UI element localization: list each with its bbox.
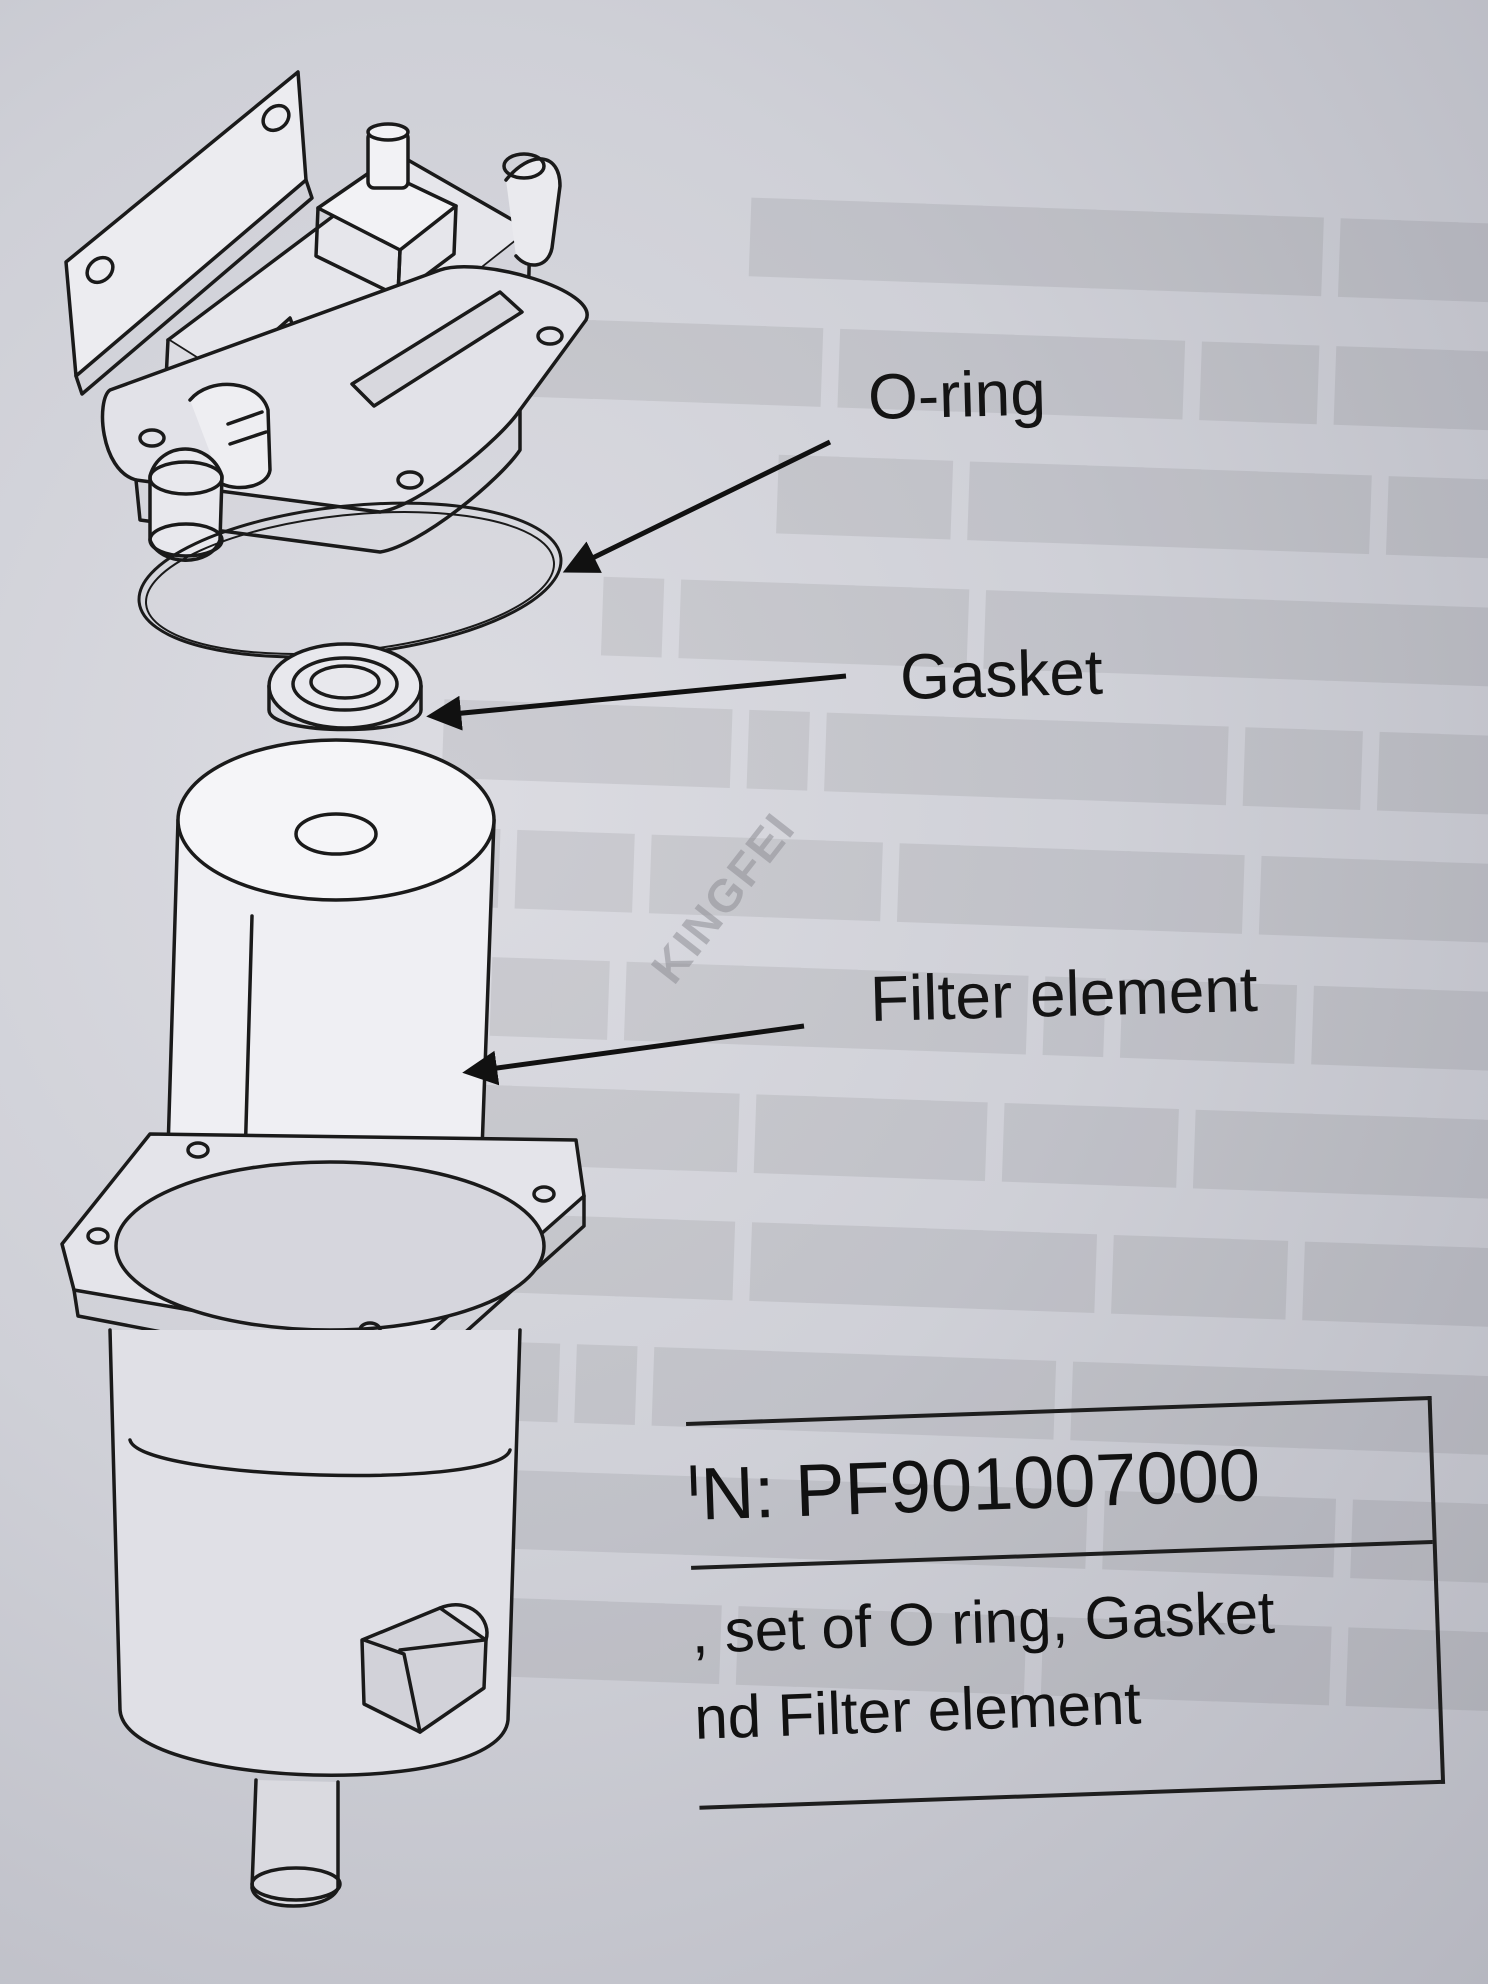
filter-head-assembly xyxy=(64,70,589,562)
table-divider xyxy=(691,1540,1433,1570)
filter-element-label: Filter element xyxy=(869,952,1259,1035)
gasket-leader-arrow xyxy=(426,673,847,731)
filter-element-part xyxy=(166,738,496,1198)
filter-element-leader-arrow xyxy=(462,1023,805,1086)
o-ring-label: O-ring xyxy=(867,356,1047,433)
gasket-part xyxy=(267,642,423,732)
part-number-table: ᑊN: PF901007000 , set of O ring, Gasket … xyxy=(685,1395,1446,1810)
filter-bowl-housing xyxy=(60,1132,586,1908)
part-description-line-1: , set of O ring, Gasket xyxy=(690,1578,1276,1666)
part-description-line-2: nd Filter element xyxy=(693,1669,1143,1752)
o-ring-leader-arrow xyxy=(562,439,832,573)
gasket-label: Gasket xyxy=(899,635,1104,713)
part-number: ᑊN: PF901007000 xyxy=(685,1433,1262,1537)
